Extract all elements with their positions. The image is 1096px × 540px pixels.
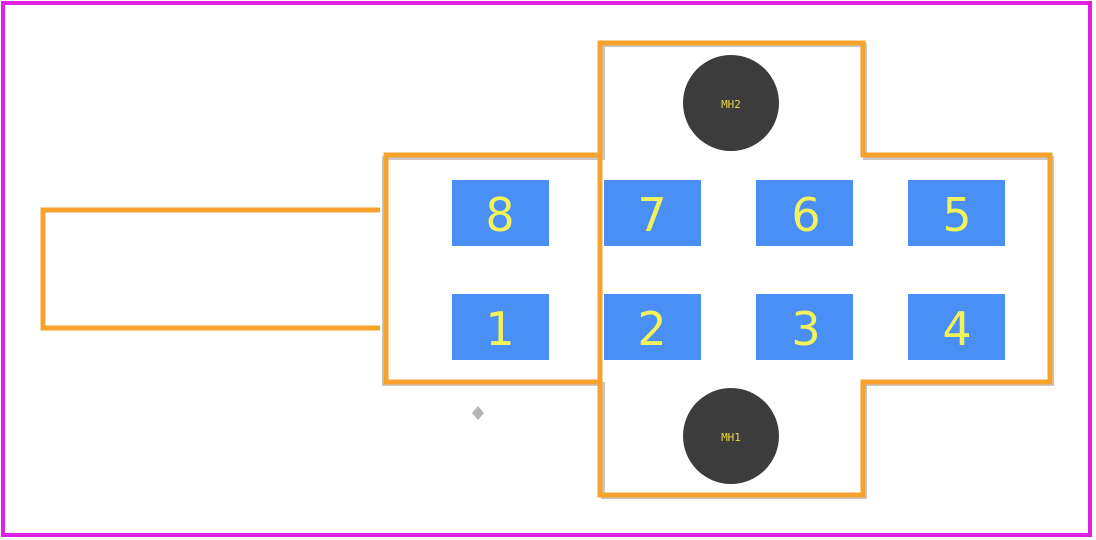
pad-label: 6	[791, 188, 820, 242]
pad-label: 2	[637, 302, 666, 356]
silkscreen-outline	[40, 40, 1053, 498]
pad-2: 2	[604, 294, 701, 360]
pad-1: 1	[452, 294, 549, 360]
pad-3: 3	[756, 294, 853, 360]
mount-hole-label: MH1	[721, 431, 741, 444]
pad-7: 7	[604, 180, 701, 246]
pad-label: 4	[942, 302, 971, 356]
pad-label: 7	[637, 188, 666, 242]
pad-5: 5	[908, 180, 1005, 246]
mount-hole-mh1: MH1	[683, 388, 779, 484]
pad-label: 8	[485, 188, 514, 242]
mount-hole-mh2: MH2	[683, 55, 779, 151]
pad-8: 8	[452, 180, 549, 246]
pad-4: 4	[908, 294, 1005, 360]
pad-6: 6	[756, 180, 853, 246]
mount-hole-label: MH2	[721, 98, 741, 111]
origin-marker	[472, 406, 484, 420]
pad-label: 5	[942, 188, 971, 242]
pad-label: 1	[485, 302, 514, 356]
pad-label: 3	[791, 302, 820, 356]
